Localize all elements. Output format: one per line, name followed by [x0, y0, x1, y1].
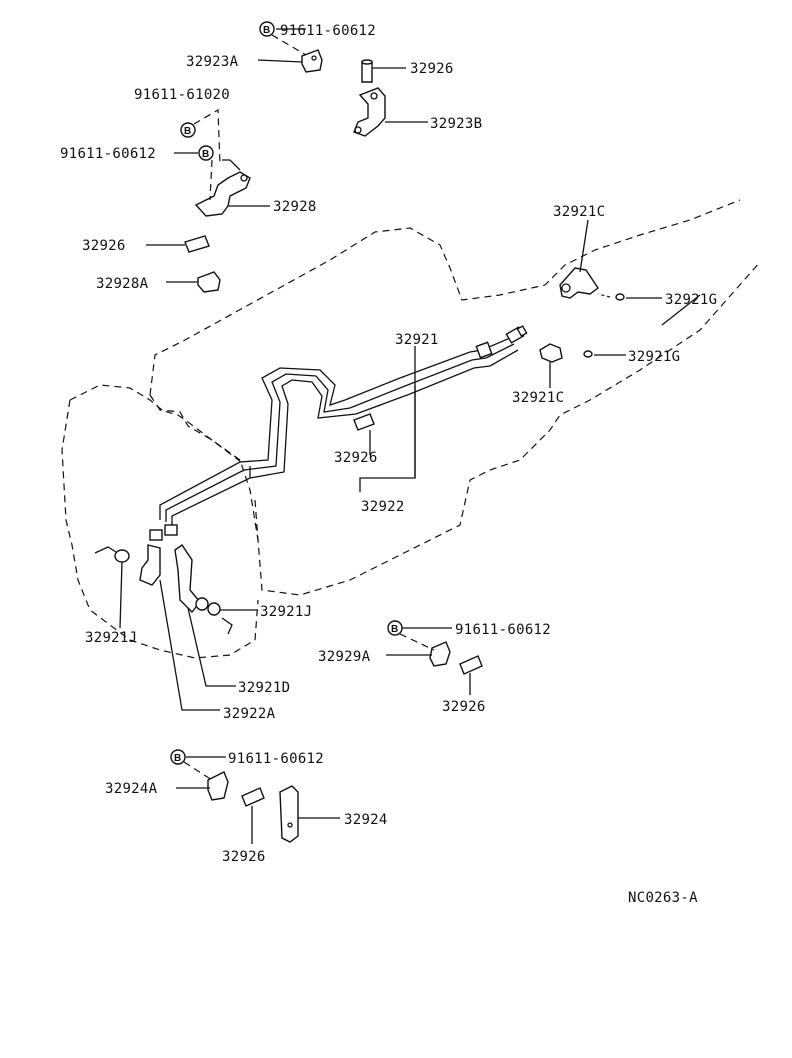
- label-bolt-right: 91611-60612: [455, 622, 551, 638]
- label-32926-center: 32926: [334, 450, 378, 466]
- bolt-markers: [170, 21, 403, 765]
- label-32929a: 32929A: [318, 649, 371, 665]
- label-32923a: 32923A: [186, 54, 239, 70]
- part-labels: 91611-60612 32923A 32926 91611-61020 329…: [60, 23, 717, 906]
- label-32921g-mid: 32921G: [628, 349, 680, 365]
- label-bolt-top: 91611-60612: [280, 23, 376, 39]
- label-32921c-top: 32921C: [553, 204, 605, 220]
- pipe-fittings: [149, 325, 528, 541]
- leader-lines: [119, 28, 701, 844]
- bracket-parts: [194, 49, 625, 843]
- label-32924: 32924: [344, 812, 388, 828]
- diagram-code: NC0263-A: [628, 890, 698, 906]
- relation-lines: [183, 34, 611, 781]
- label-32921j-left: 32921J: [85, 630, 137, 646]
- sleeve-parts: [184, 59, 483, 807]
- label-32926-bottom: 32926: [222, 849, 266, 865]
- oil-cooler-pipes: [159, 337, 519, 526]
- label-32921: 32921: [395, 332, 439, 348]
- label-32924a: 32924A: [105, 781, 158, 797]
- transmission-outline: [61, 199, 761, 659]
- label-32922a: 32922A: [223, 706, 276, 722]
- label-32926-right: 32926: [442, 699, 486, 715]
- label-32928a: 32928A: [96, 276, 149, 292]
- label-bolt-61020: 91611-61020: [134, 87, 230, 103]
- label-bolt-mid-left: 91611-60612: [60, 146, 156, 162]
- bolt-marker-3: B: [202, 149, 209, 160]
- label-32926-left: 32926: [82, 238, 126, 254]
- label-32921c-mid: 32921C: [512, 390, 564, 406]
- bolt-marker-1: B: [263, 25, 270, 36]
- label-bolt-bottom: 91611-60612: [228, 751, 324, 767]
- label-32922: 32922: [361, 499, 405, 515]
- label-32923b: 32923B: [430, 116, 482, 132]
- bolt-marker-5: B: [174, 753, 181, 764]
- label-32928: 32928: [273, 199, 317, 215]
- label-32921d: 32921D: [238, 680, 290, 696]
- hoses: [94, 544, 233, 635]
- bolt-marker-4: B: [391, 624, 398, 635]
- label-32921j-right: 32921J: [260, 604, 312, 620]
- label-32926-top: 32926: [410, 61, 454, 77]
- bolt-marker-2: B: [184, 126, 191, 137]
- label-32921g-top: 32921G: [665, 292, 717, 308]
